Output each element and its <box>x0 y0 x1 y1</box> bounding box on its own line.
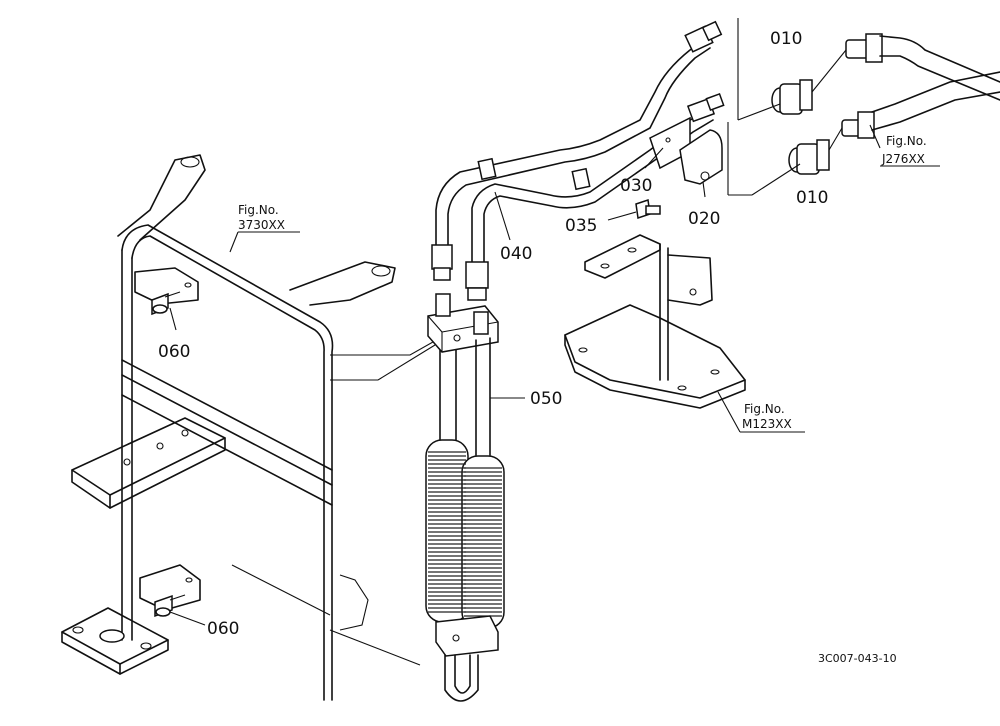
callout-050: 050 <box>530 389 562 409</box>
adapter-010-bottom <box>788 139 830 175</box>
callout-035: 035 <box>565 216 597 236</box>
fig-ref-left-label: Fig.No. <box>238 203 279 217</box>
callout-010-top: 010 <box>770 29 802 49</box>
radiator-frame <box>61 154 441 701</box>
callout-060-bottom: 060 <box>207 619 239 639</box>
oil-cooler-050 <box>425 293 505 702</box>
hose-lines <box>841 33 1000 139</box>
callout-020: 020 <box>688 209 720 229</box>
clamp-020 <box>649 116 723 185</box>
fig-ref-right-top-label: Fig.No. <box>886 134 927 148</box>
pipe-040 <box>431 20 725 301</box>
bolt-060-bottom <box>139 564 201 618</box>
bolt-060-top <box>134 267 199 316</box>
fig-ref-right-bottom-number: M123XX <box>742 417 792 431</box>
fig-ref-right-bottom-label: Fig.No. <box>744 402 785 416</box>
mounting-bracket <box>564 234 746 409</box>
bolt-035 <box>635 199 661 219</box>
callout-010-bottom: 010 <box>796 188 828 208</box>
leader-lines <box>169 18 940 626</box>
callout-030: 030 <box>620 176 652 196</box>
fig-ref-left-number: 3730XX <box>238 218 285 232</box>
fig-ref-right-top-number: J276XX <box>881 152 925 166</box>
callout-040: 040 <box>500 244 532 264</box>
adapter-010-top <box>771 79 813 115</box>
drawing-code: 3C007-043-10 <box>818 652 897 665</box>
callout-060-top: 060 <box>158 342 190 362</box>
